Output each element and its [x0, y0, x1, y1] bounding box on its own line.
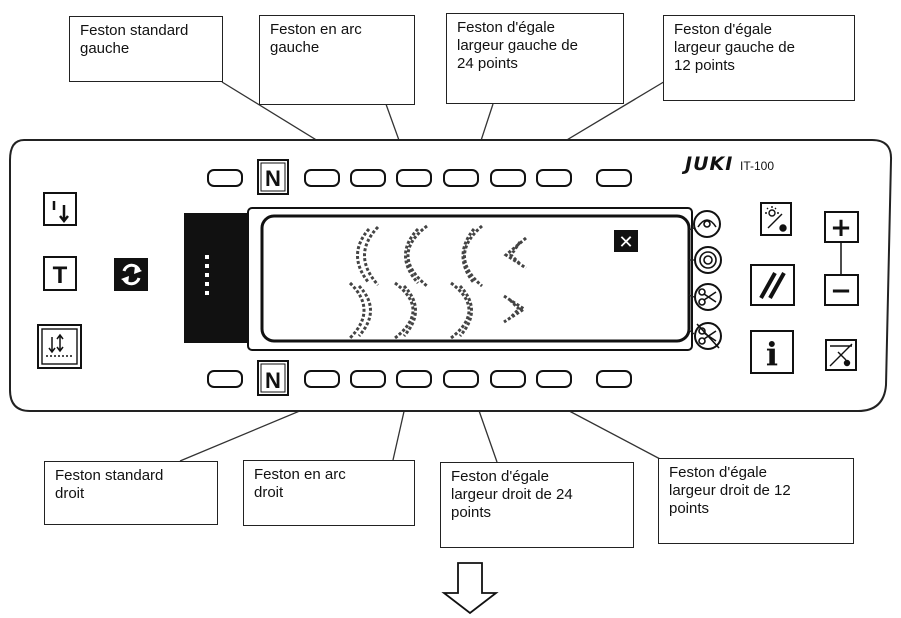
bottom-n-key-label: N [265, 368, 281, 393]
stitch-pattern-left-group [356, 224, 527, 288]
stitch-pattern-right-group [348, 281, 527, 340]
lcd-close-icon: ✕ [618, 232, 633, 253]
led-strip [184, 213, 248, 343]
stitch-24-left [461, 224, 483, 288]
ready-key-icon [52, 201, 69, 224]
stitch-arc-right [394, 281, 417, 340]
spiral-icon [699, 251, 717, 269]
lcd-close-box[interactable] [614, 230, 638, 252]
clear-key[interactable] [750, 264, 795, 306]
brightness-key[interactable] [760, 202, 792, 236]
plus-key[interactable] [824, 211, 859, 243]
threading-key-inner [41, 328, 78, 365]
top-key-8[interactable] [536, 169, 572, 187]
eye-icon [697, 219, 717, 228]
bottom-key-8[interactable] [536, 370, 572, 388]
spiral-key[interactable] [694, 246, 722, 274]
bottom-key-1[interactable] [207, 370, 243, 388]
bottom-key-row [207, 370, 632, 388]
callout-equal-width-right-24: Feston d'égale largeur droit de 24 point… [440, 462, 634, 548]
brightness-icon [765, 206, 787, 232]
bottom-n-key-inner [260, 363, 286, 393]
top-key-5[interactable] [396, 169, 432, 187]
callout-standard-right: Feston standard droit [44, 461, 218, 525]
scissors-cancel-icon [696, 323, 720, 349]
bottom-key-6[interactable] [443, 370, 479, 388]
reset-icon-arrow-b [121, 276, 129, 284]
stitch-24-right [450, 281, 473, 340]
top-key-3[interactable] [304, 169, 340, 187]
stitch-arc-left [404, 224, 428, 288]
minus-key[interactable] [824, 274, 859, 306]
clear-icon [759, 272, 786, 299]
bottom-key-7[interactable] [490, 370, 526, 388]
thread-trim-icon [829, 343, 853, 367]
top-n-key-label: N [265, 166, 281, 191]
top-key-4[interactable] [350, 169, 386, 187]
brand-logo: JUKI [681, 153, 733, 175]
stitch-standard-left [356, 225, 380, 287]
led-indicators [205, 255, 209, 295]
callout-arc-right: Feston en arc droit [243, 460, 415, 526]
callout-equal-width-left-12: Feston d'égale largeur gauche de 12 poin… [663, 15, 855, 101]
stitch-standard-right [348, 281, 372, 340]
model-name: IT-100 [740, 159, 774, 173]
top-n-key-inner [260, 162, 286, 192]
top-key-1[interactable] [207, 169, 243, 187]
round-key-connectors [688, 227, 695, 335]
plus-key-label: + [830, 213, 852, 243]
bottom-key-3[interactable] [304, 370, 340, 388]
top-key-row [207, 169, 632, 187]
threading-icon [46, 333, 72, 357]
top-key-9[interactable] [596, 169, 632, 187]
info-key[interactable] [750, 330, 794, 374]
callout-arc-left: Feston en arc gauche [259, 15, 415, 105]
stitch-12-right [503, 294, 527, 324]
bottom-n-key[interactable] [257, 360, 289, 396]
top-key-6[interactable] [443, 169, 479, 187]
t-key-label: T [53, 262, 68, 289]
threading-key[interactable] [37, 324, 82, 369]
t-key[interactable] [43, 256, 77, 291]
top-key-7[interactable] [490, 169, 526, 187]
reset-icon-arrow-a [134, 266, 142, 274]
bottom-key-4[interactable] [350, 370, 386, 388]
scissors-icon [698, 288, 717, 306]
info-key-label: i [766, 335, 778, 373]
down-arrow-icon [441, 562, 499, 615]
callout-equal-width-left-24: Feston d'égale largeur gauche de 24 poin… [446, 13, 624, 104]
ready-key[interactable] [43, 192, 77, 226]
eye-key[interactable] [693, 210, 721, 238]
top-n-key[interactable] [257, 159, 289, 195]
bottom-key-5[interactable] [396, 370, 432, 388]
minus-key-label: − [830, 276, 852, 306]
stitch-12-left [503, 236, 527, 270]
bottom-key-9[interactable] [596, 370, 632, 388]
callout-standard-left: Feston standard gauche [69, 16, 223, 82]
callout-equal-width-right-12: Feston d'égale largeur droit de 12 point… [658, 458, 854, 544]
reset-key[interactable] [114, 258, 148, 291]
